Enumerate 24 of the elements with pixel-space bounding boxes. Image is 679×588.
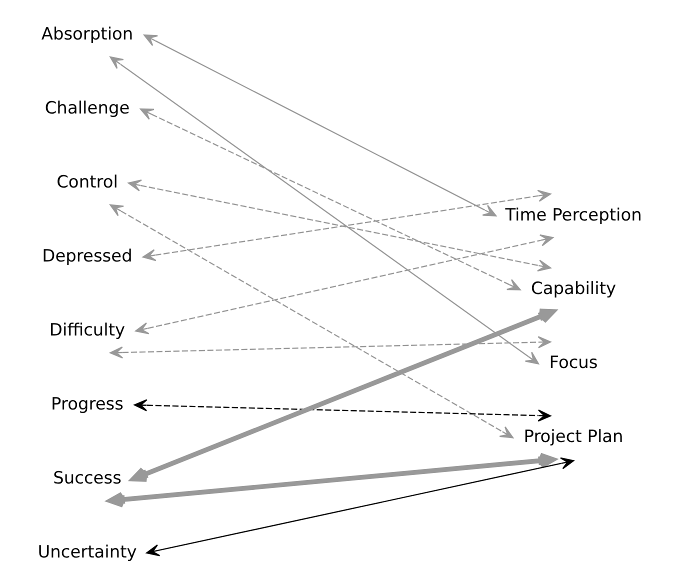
node-text: Project Plan bbox=[524, 427, 624, 448]
arrow bbox=[110, 56, 539, 364]
arrow bbox=[110, 336, 552, 359]
node-text: Challenge bbox=[44, 98, 130, 119]
arrow bbox=[140, 108, 521, 290]
arrow bbox=[130, 308, 556, 482]
node-text: Progress bbox=[51, 394, 124, 414]
arrow bbox=[135, 234, 554, 334]
arrow bbox=[108, 452, 556, 508]
arrow bbox=[146, 457, 574, 556]
node-text: Focus bbox=[549, 353, 598, 374]
node-text: Absorption bbox=[41, 24, 134, 45]
node-text: Difficulty bbox=[49, 320, 126, 340]
arrow bbox=[142, 190, 552, 262]
node-text: Control bbox=[56, 172, 118, 193]
node-text: Depressed bbox=[42, 246, 132, 266]
node-text: Success bbox=[53, 468, 122, 488]
node-text: Uncertainty bbox=[38, 542, 137, 562]
node-text: Capability bbox=[531, 279, 616, 300]
arrow bbox=[128, 179, 552, 272]
arrow bbox=[110, 204, 514, 438]
arrow bbox=[144, 34, 497, 216]
arrow bbox=[134, 399, 552, 422]
node-text: Time Perception bbox=[505, 205, 642, 226]
